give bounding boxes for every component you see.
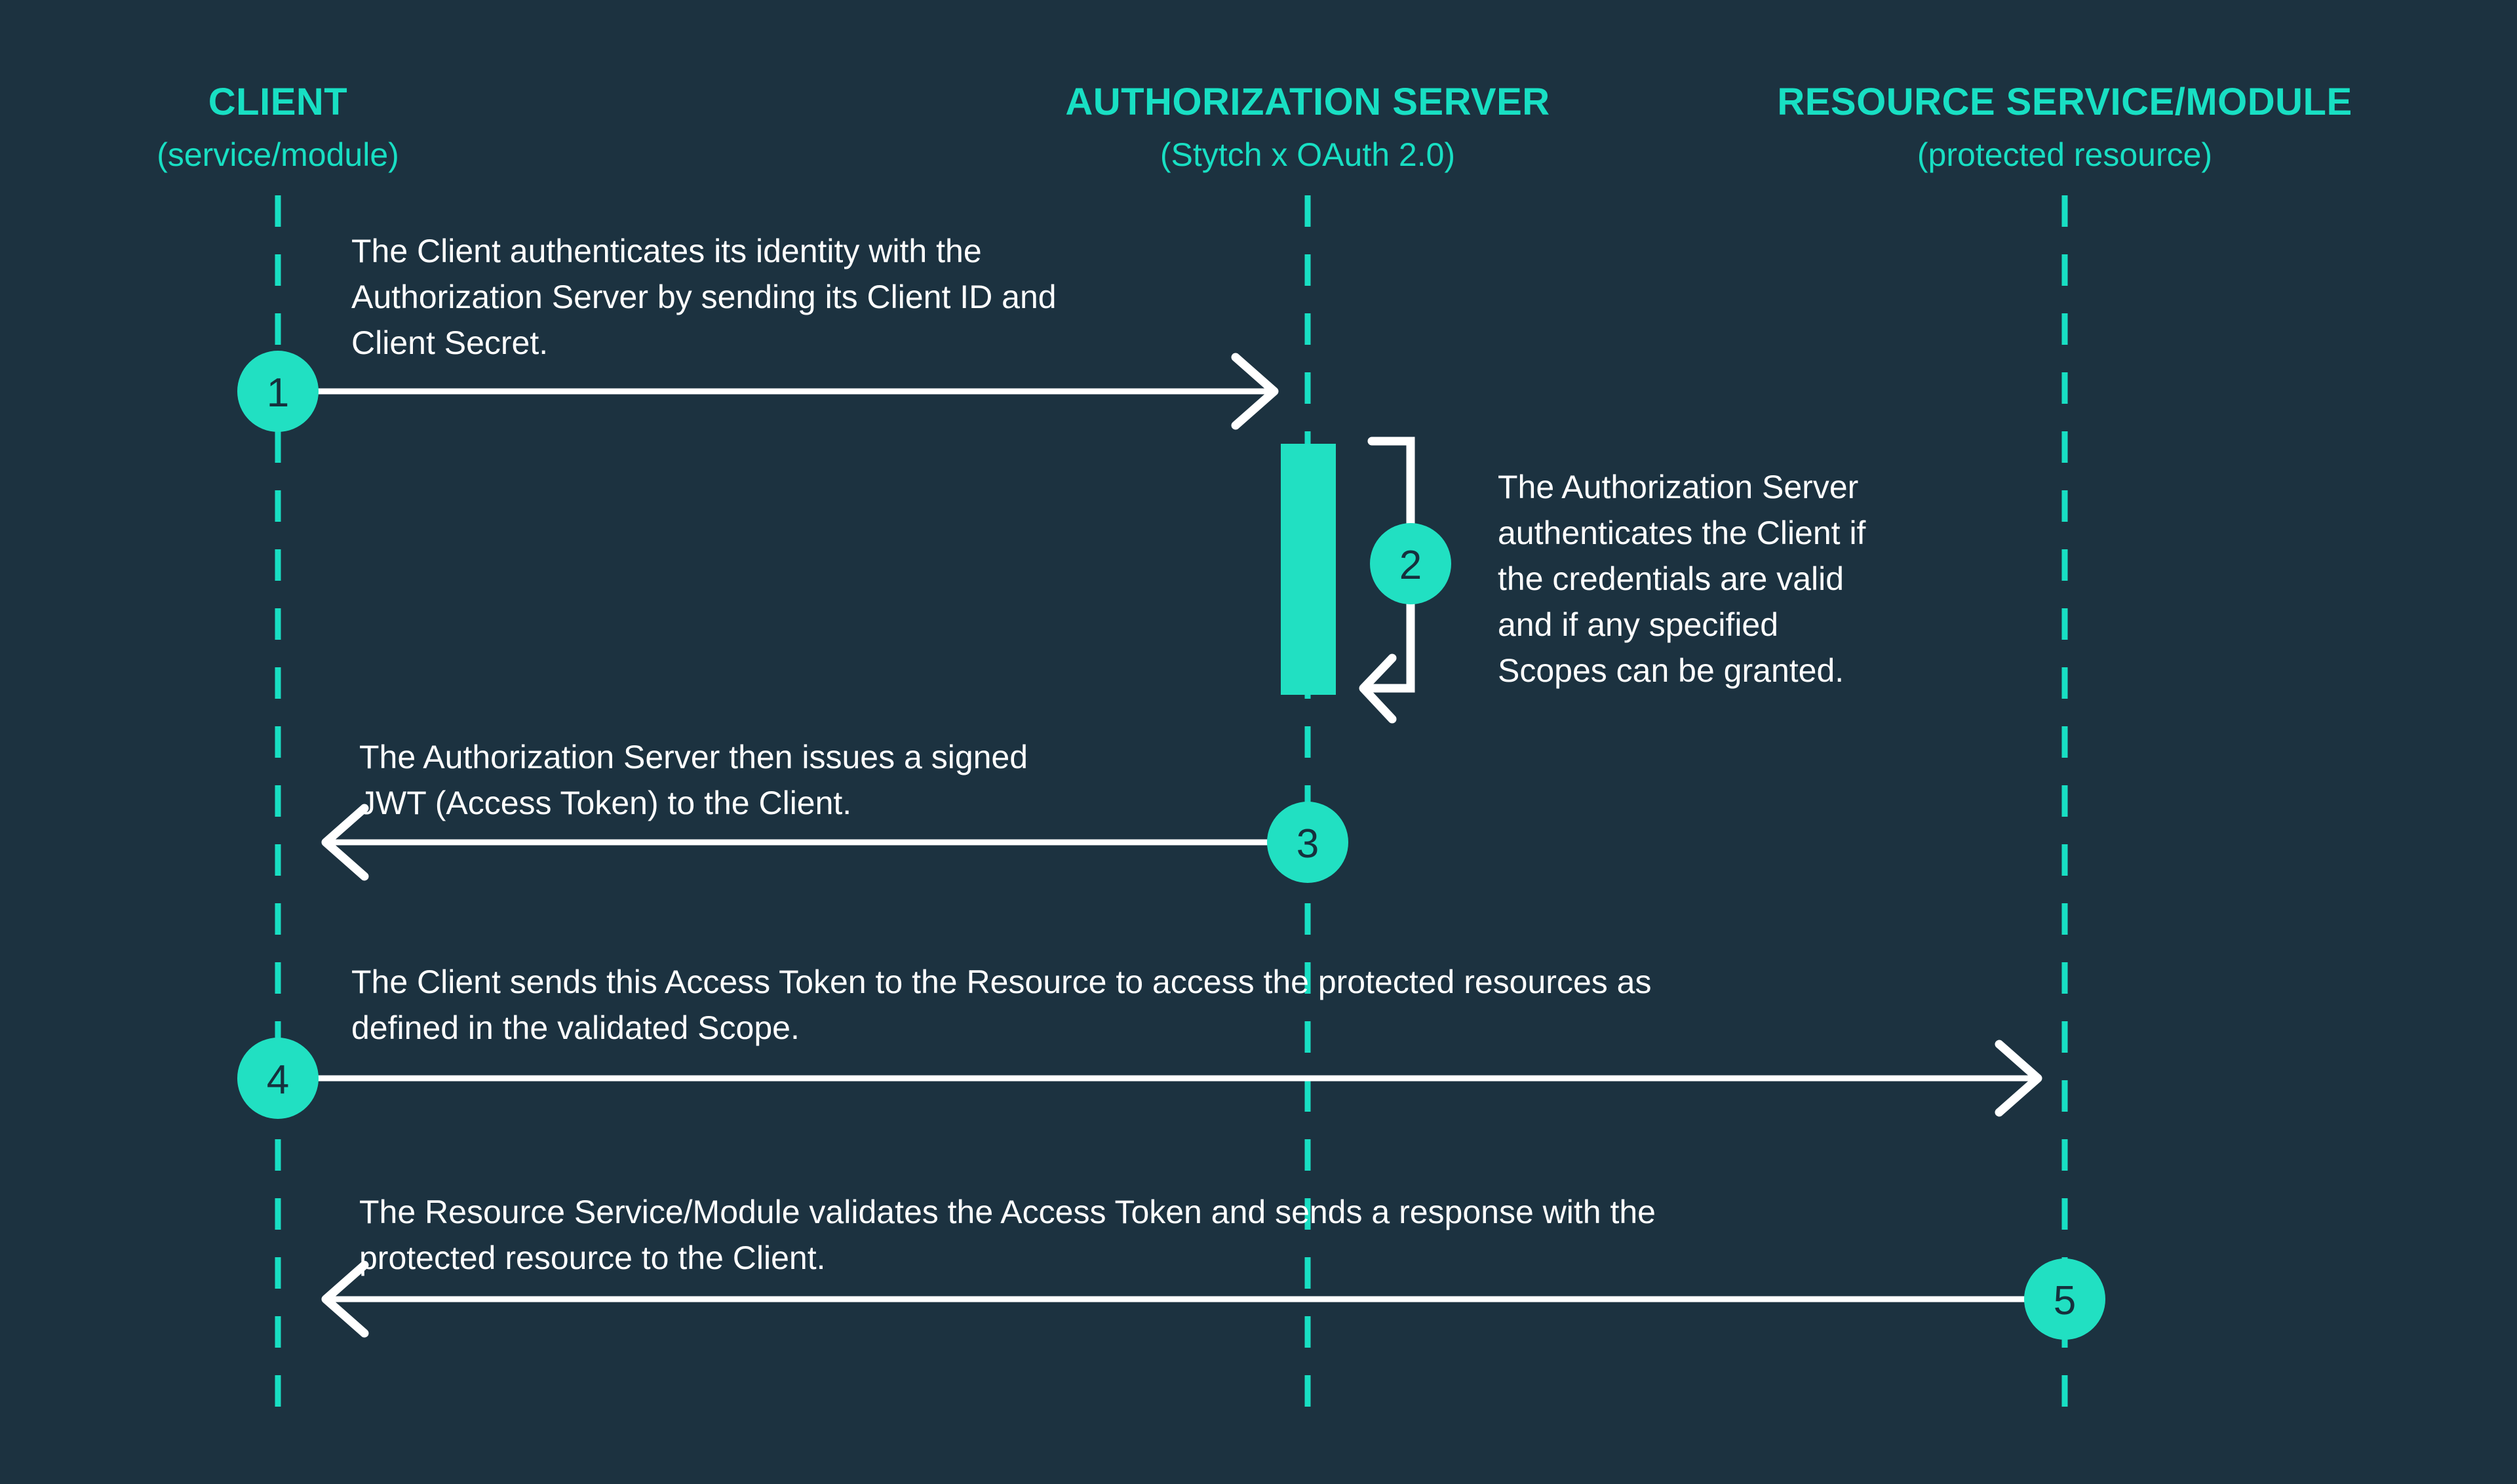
step-1-message-line-1: The Client authenticates its identity wi… bbox=[351, 233, 982, 269]
step-2-message-line-3: the credentials are valid bbox=[1498, 560, 1844, 597]
actor-subtitle-authorization-server: (Stytch x OAuth 2.0) bbox=[1160, 136, 1455, 173]
step-4-badge[interactable] bbox=[237, 1038, 319, 1119]
step-2-arrow-head-icon bbox=[1359, 654, 1397, 724]
step-3-message-line-2: JWT (Access Token) to the Client. bbox=[359, 785, 851, 821]
step-1-badge[interactable] bbox=[237, 351, 319, 432]
step-4-message-line-2: defined in the validated Scope. bbox=[351, 1009, 800, 1046]
actor-title-authorization-server: AUTHORIZATION SERVER bbox=[1065, 81, 1550, 123]
actor-header-authorization-server: AUTHORIZATION SERVER (Stytch x OAuth 2.0… bbox=[1065, 81, 1550, 173]
actor-title-resource-service: RESOURCE SERVICE/MODULE bbox=[1777, 81, 2352, 123]
step-2-message-line-2: authenticates the Client if bbox=[1498, 515, 1866, 551]
step-1-message-line-2: Authorization Server by sending its Clie… bbox=[351, 279, 1057, 315]
actor-subtitle-client: (service/module) bbox=[157, 136, 399, 173]
step-4-group: The Client sends this Access Token to th… bbox=[237, 964, 2042, 1119]
step-3-group: The Authorization Server then issues a s… bbox=[321, 739, 1348, 883]
step-1-message-line-3: Client Secret. bbox=[351, 324, 548, 361]
actor-header-client: CLIENT (service/module) bbox=[157, 81, 399, 173]
step-2-badge[interactable] bbox=[1370, 523, 1451, 604]
step-1-arrow-head-icon bbox=[1231, 353, 1279, 430]
step-5-arrow-head-icon bbox=[321, 1260, 369, 1338]
step-2-group: 2 The Authorization Server authenticates… bbox=[1281, 437, 1866, 724]
step-3-number: 3 bbox=[1297, 821, 1319, 867]
step-3-message-line-1: The Authorization Server then issues a s… bbox=[359, 739, 1028, 775]
step-5-number: 5 bbox=[2054, 1278, 2076, 1323]
step-4-number: 4 bbox=[267, 1057, 289, 1103]
step-3-badge[interactable] bbox=[1267, 802, 1348, 883]
step-5-badge[interactable] bbox=[2024, 1259, 2105, 1340]
step-4-arrow-head-icon bbox=[1995, 1040, 2042, 1117]
step-1-number: 1 bbox=[267, 370, 289, 416]
actor-title-client: CLIENT bbox=[208, 81, 347, 123]
step-2-message-line-1: The Authorization Server bbox=[1498, 469, 1858, 505]
step-2-activation-bar bbox=[1281, 444, 1336, 695]
step-5-message-line-2: protected resource to the Client. bbox=[359, 1240, 826, 1276]
step-2-number: 2 bbox=[1399, 543, 1422, 588]
step-1-group: The Client authenticates its identity wi… bbox=[237, 233, 1279, 432]
actor-header-resource-service: RESOURCE SERVICE/MODULE (protected resou… bbox=[1777, 81, 2352, 173]
step-3-arrow-head-icon bbox=[321, 804, 369, 881]
step-2-message-line-4: and if any specified bbox=[1498, 606, 1778, 643]
step-5-group: The Resource Service/Module validates th… bbox=[321, 1194, 2105, 1340]
step-2-message-line-5: Scopes can be granted. bbox=[1498, 652, 1844, 689]
actor-subtitle-resource-service: (protected resource) bbox=[1917, 136, 2212, 173]
step-4-message-line-1: The Client sends this Access Token to th… bbox=[351, 964, 1651, 1000]
step-5-message-line-1: The Resource Service/Module validates th… bbox=[359, 1194, 1656, 1230]
